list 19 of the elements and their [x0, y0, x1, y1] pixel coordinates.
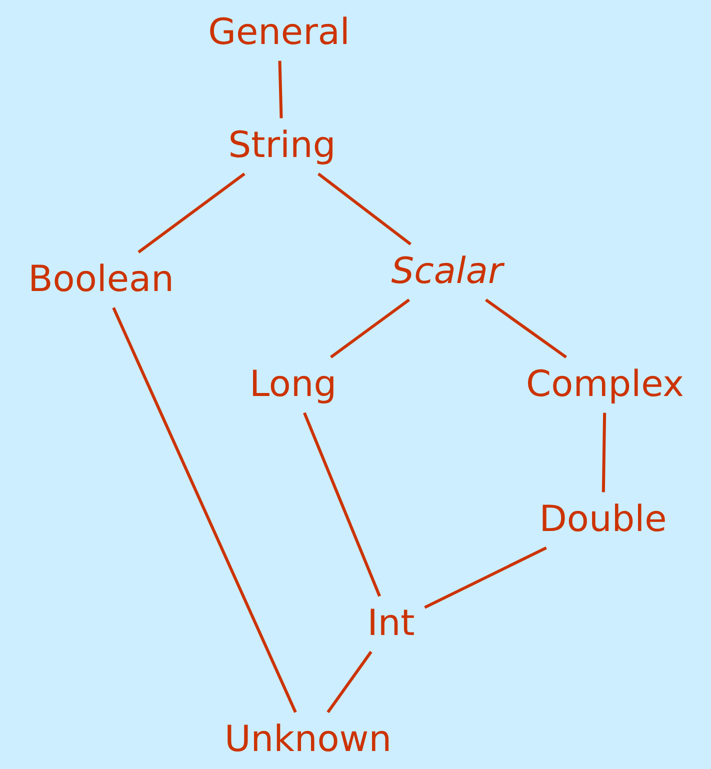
type-label: Unknown: [224, 719, 392, 760]
type-label: Int: [367, 603, 415, 644]
connector-line: [602, 412, 606, 492]
type-label: Complex: [526, 364, 684, 406]
connector-line: [326, 650, 372, 714]
type-label: General: [208, 12, 350, 54]
type-label: Long: [249, 364, 337, 406]
type-label: Double: [539, 499, 667, 540]
connector-line: [485, 298, 567, 358]
connector-line: [303, 412, 381, 597]
type-label: Boolean: [28, 259, 174, 300]
type-label: Scalar: [391, 251, 503, 292]
type-label: String: [228, 125, 336, 166]
connector-line: [330, 298, 410, 358]
connector-line: [112, 307, 297, 713]
connector-line: [138, 172, 246, 254]
connector-line: [424, 546, 547, 609]
connector-line: [317, 172, 412, 246]
connector-line: [278, 60, 283, 118]
